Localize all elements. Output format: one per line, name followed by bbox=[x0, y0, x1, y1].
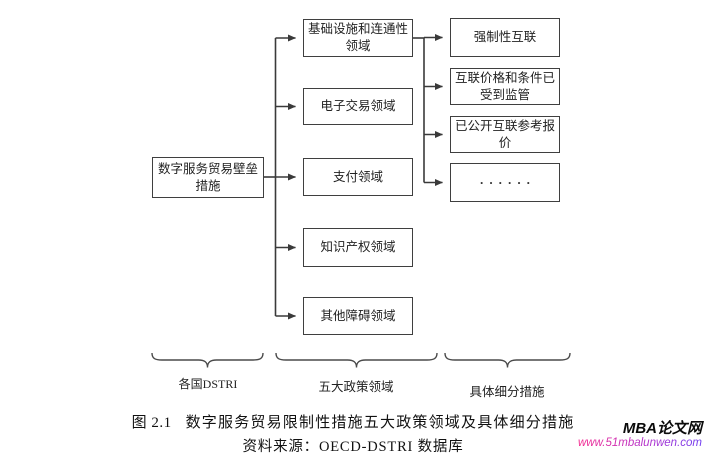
node-published-reference-offer: 已公开互联参考报 价 bbox=[450, 116, 560, 153]
trunk-connectors bbox=[264, 34, 296, 320]
watermark-site-url: www.51mbalunwen.com bbox=[577, 437, 702, 450]
brace-label-policy-areas: 五大政策领域 bbox=[318, 380, 394, 394]
node-infrastructure-connectivity: 基础设施和连通性 领域 bbox=[303, 19, 413, 57]
brace-measures bbox=[444, 352, 571, 368]
node-regulated-price-terms: 互联价格和条件已 受到监管 bbox=[450, 68, 560, 105]
node-other-barriers: 其他障碍领域 bbox=[303, 297, 413, 335]
brace-countries bbox=[151, 352, 264, 368]
figure-source: 资料来源：OECD-DSTRI 数据库 bbox=[242, 439, 464, 455]
node-intellectual-property: 知识产权领域 bbox=[303, 228, 413, 267]
brace-label-specific-measures: 具体细分措施 bbox=[469, 385, 545, 399]
node-digital-trade-barriers: 数字服务贸易壁垒 措施 bbox=[152, 157, 264, 198]
node-ellipsis: ······ bbox=[450, 163, 560, 202]
braces bbox=[151, 352, 571, 368]
figure-title: 数字服务贸易限制性措施五大政策领域及具体细分措施 bbox=[185, 415, 575, 431]
node-mandatory-interconnection: 强制性互联 bbox=[450, 18, 560, 57]
brace-policy-areas bbox=[275, 352, 438, 368]
figure-caption: 图 2.1 数字服务贸易限制性措施五大政策领域及具体细分措施 bbox=[0, 411, 706, 432]
measure-connectors bbox=[413, 34, 443, 186]
node-electronic-transactions: 电子交易领域 bbox=[303, 88, 413, 125]
watermark: MBA论文网 www.51mbalunwen.com bbox=[578, 420, 702, 450]
watermark-site-name: MBA论文网 bbox=[622, 420, 702, 437]
figure-number: 图 2.1 bbox=[131, 415, 172, 431]
brace-label-countries-dstri: 各国DSTRI bbox=[178, 377, 238, 391]
node-payment: 支付领域 bbox=[303, 158, 413, 196]
